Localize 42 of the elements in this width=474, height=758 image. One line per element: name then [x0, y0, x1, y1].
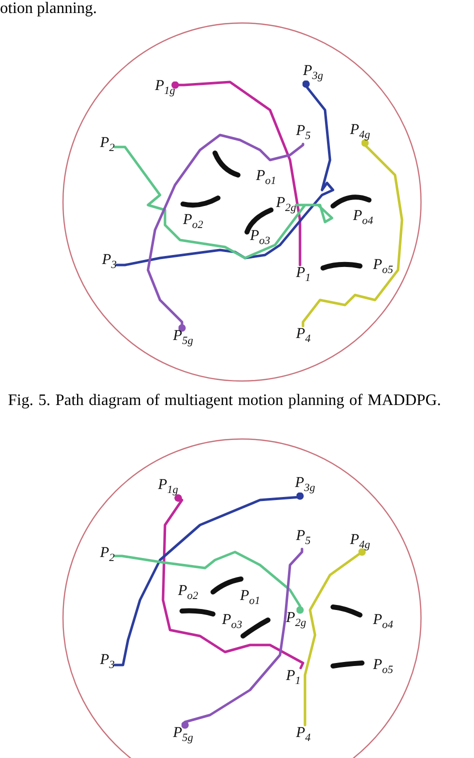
point-label: P$_{2}$: [100, 545, 115, 566]
path-line: [115, 80, 334, 266]
obstacle-label: P$_{o2}$: [178, 583, 198, 604]
cut-off-text: otion planning.: [0, 0, 97, 17]
point-label: P$_{5g}$: [173, 725, 194, 746]
path-line: [304, 548, 366, 726]
point-label: P$_{1g}$: [155, 78, 176, 99]
obstacle-label: P$_{o5}$: [373, 657, 394, 678]
obstacle-label: P$_{o1}$: [256, 168, 276, 189]
point-label: P$_{2g}$: [286, 610, 306, 631]
point-label: P$_{3g}$: [303, 63, 324, 84]
point-label: P$_{4g}$: [350, 532, 370, 553]
path-line: [181, 548, 304, 729]
obstacle-label: P$_{o1}$: [240, 588, 260, 609]
obstacle-label: P$_{o4}$: [353, 208, 374, 229]
obstacle-label: P$_{o2}$: [183, 212, 204, 233]
path-line: [162, 494, 304, 670]
path-line: [113, 550, 304, 614]
obstacle-label: P$_{o5}$: [373, 257, 394, 278]
path-line: [171, 80, 302, 266]
obstacle-label: P$_{o3}$: [250, 228, 270, 249]
point-label: P$_{5}$: [296, 528, 311, 549]
point-label: P$_{4}$: [296, 725, 311, 746]
point-label: P$_{3}$: [102, 252, 117, 273]
figure-caption: Fig. 5. Path diagram of multiagent motion planning of MADDPG.: [8, 392, 441, 410]
point-label: P$_{4g}$: [350, 122, 370, 143]
point-label: P$_{3g}$: [295, 475, 316, 496]
point-label: P$_{3}$: [100, 652, 115, 673]
obstacle-label: P$_{o3}$: [222, 612, 242, 633]
path-line: [113, 146, 334, 260]
path-line: [113, 492, 304, 666]
point-label: P$_{5}$: [296, 123, 311, 144]
point-label: P$_{5g}$: [173, 328, 194, 349]
path-line: [302, 139, 404, 328]
point-label: P$_{2g}$: [276, 195, 296, 216]
point-label: P$_{1}$: [296, 265, 311, 286]
point-label: P$_{1}$: [286, 668, 301, 689]
obstacle-label: P$_{o4}$: [373, 612, 394, 633]
point-label: P$_{1g}$: [158, 477, 178, 498]
point-label: P$_{2}$: [100, 135, 115, 156]
path-line: [146, 134, 304, 332]
point-label: P$_{4}$: [296, 326, 311, 347]
